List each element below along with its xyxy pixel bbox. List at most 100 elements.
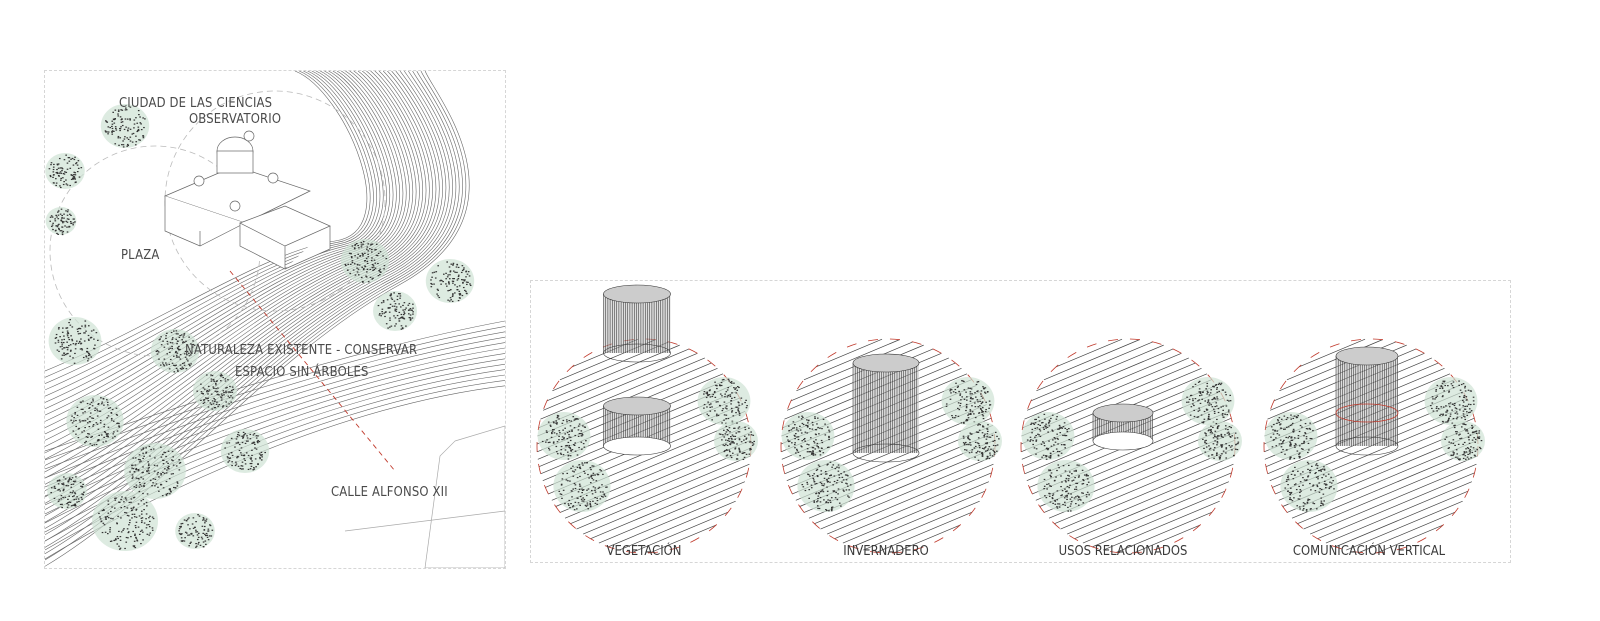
leaf-mark — [1066, 430, 1069, 433]
leaf-mark — [976, 399, 979, 401]
leaf-mark — [962, 442, 965, 444]
leaf-mark — [814, 416, 816, 418]
leaf-mark — [1228, 434, 1230, 436]
leaf-mark — [989, 454, 992, 456]
leaf-mark — [1471, 432, 1474, 434]
leaf-mark — [180, 533, 182, 536]
leaf-mark — [448, 300, 451, 302]
leaf-mark — [138, 454, 141, 456]
cylinder-volume — [603, 284, 671, 456]
leaf-mark — [107, 512, 110, 514]
observatory-building — [164, 130, 331, 270]
leaf-mark — [582, 425, 584, 427]
leaf-mark — [1287, 437, 1289, 439]
small-dome — [267, 172, 279, 184]
leaf-mark — [1038, 434, 1040, 436]
leaf-mark — [103, 426, 105, 428]
leaf-mark — [78, 427, 80, 430]
leaf-mark — [122, 146, 125, 148]
leaf-mark — [244, 442, 247, 445]
tree-icon — [220, 429, 270, 473]
leaf-mark — [1330, 482, 1333, 484]
leaf-mark — [985, 408, 987, 411]
leaf-mark — [383, 265, 386, 267]
leaf-mark — [409, 319, 412, 321]
leaf-mark — [120, 126, 122, 128]
strategies-panel: VEGETACIÓN INVERNADERO USOS RELACIONADOS… — [530, 280, 1511, 563]
leaf-mark — [71, 326, 74, 328]
leaf-mark — [148, 534, 151, 536]
leaf-mark — [1462, 457, 1465, 460]
leaf-mark — [257, 435, 259, 437]
leaf-mark — [571, 430, 573, 432]
leaf-mark — [74, 178, 77, 180]
leaf-mark — [227, 457, 229, 459]
leaf-mark — [160, 474, 162, 476]
leaf-mark — [1064, 447, 1066, 449]
leaf-mark — [564, 445, 567, 447]
leaf-mark — [711, 419, 713, 421]
leaf-mark — [988, 407, 990, 409]
leaf-mark — [1226, 399, 1229, 401]
leaf-mark — [215, 382, 217, 384]
leaf-mark — [143, 455, 145, 457]
leaf-mark — [982, 415, 985, 417]
leaf-mark — [1032, 443, 1034, 446]
leaf-mark — [738, 450, 741, 452]
leaf-mark — [1193, 409, 1196, 412]
leaf-mark — [1280, 446, 1283, 448]
leaf-mark — [592, 500, 594, 502]
leaf-mark — [812, 424, 814, 426]
leaf-mark — [62, 172, 65, 175]
leaf-mark — [243, 458, 246, 460]
leaf-mark — [981, 453, 984, 455]
leaf-mark — [1048, 456, 1050, 458]
leaf-mark — [1210, 404, 1212, 406]
leaf-mark — [707, 414, 710, 417]
leaf-mark — [143, 485, 145, 488]
leaf-mark — [137, 126, 140, 128]
leaf-mark — [1320, 502, 1323, 504]
leaf-mark — [390, 293, 393, 295]
leaf-mark — [549, 424, 552, 426]
leaf-mark — [1207, 391, 1209, 394]
leaf-mark — [68, 226, 71, 228]
leaf-mark — [1314, 490, 1317, 492]
leaf-mark — [146, 493, 149, 495]
leaf-mark — [254, 443, 256, 446]
leaf-mark — [179, 334, 181, 337]
leaf-mark — [1190, 394, 1193, 397]
leaf-mark — [61, 170, 63, 172]
leaf-mark — [52, 176, 54, 178]
leaf-mark — [986, 428, 989, 430]
leaf-mark — [571, 429, 573, 431]
leaf-mark — [56, 226, 59, 228]
leaf-mark — [76, 414, 79, 416]
leaf-mark — [469, 284, 472, 287]
leaf-mark — [1060, 494, 1062, 497]
leaf-mark — [737, 410, 740, 412]
leaf-mark — [1030, 422, 1033, 424]
leaf-mark — [113, 539, 115, 542]
leaf-mark — [1051, 497, 1054, 500]
tree-icon — [797, 460, 855, 512]
contour-line — [546, 344, 680, 402]
leaf-mark — [1448, 441, 1451, 443]
leaf-mark — [59, 346, 62, 348]
leaf-mark — [162, 362, 164, 364]
leaf-mark — [447, 299, 449, 301]
leaf-mark — [821, 427, 823, 430]
leaf-mark — [1057, 503, 1059, 505]
leaf-mark — [207, 530, 210, 532]
leaf-mark — [173, 364, 175, 367]
leaf-mark — [740, 441, 743, 443]
leaf-mark — [955, 382, 957, 384]
leaf-mark — [58, 227, 60, 230]
leaf-mark — [55, 214, 57, 216]
leaf-mark — [124, 118, 127, 120]
leaf-mark — [841, 481, 843, 483]
leaf-mark — [809, 475, 811, 477]
leaf-mark — [576, 418, 578, 420]
leaf-mark — [69, 167, 72, 169]
leaf-mark — [976, 390, 978, 392]
